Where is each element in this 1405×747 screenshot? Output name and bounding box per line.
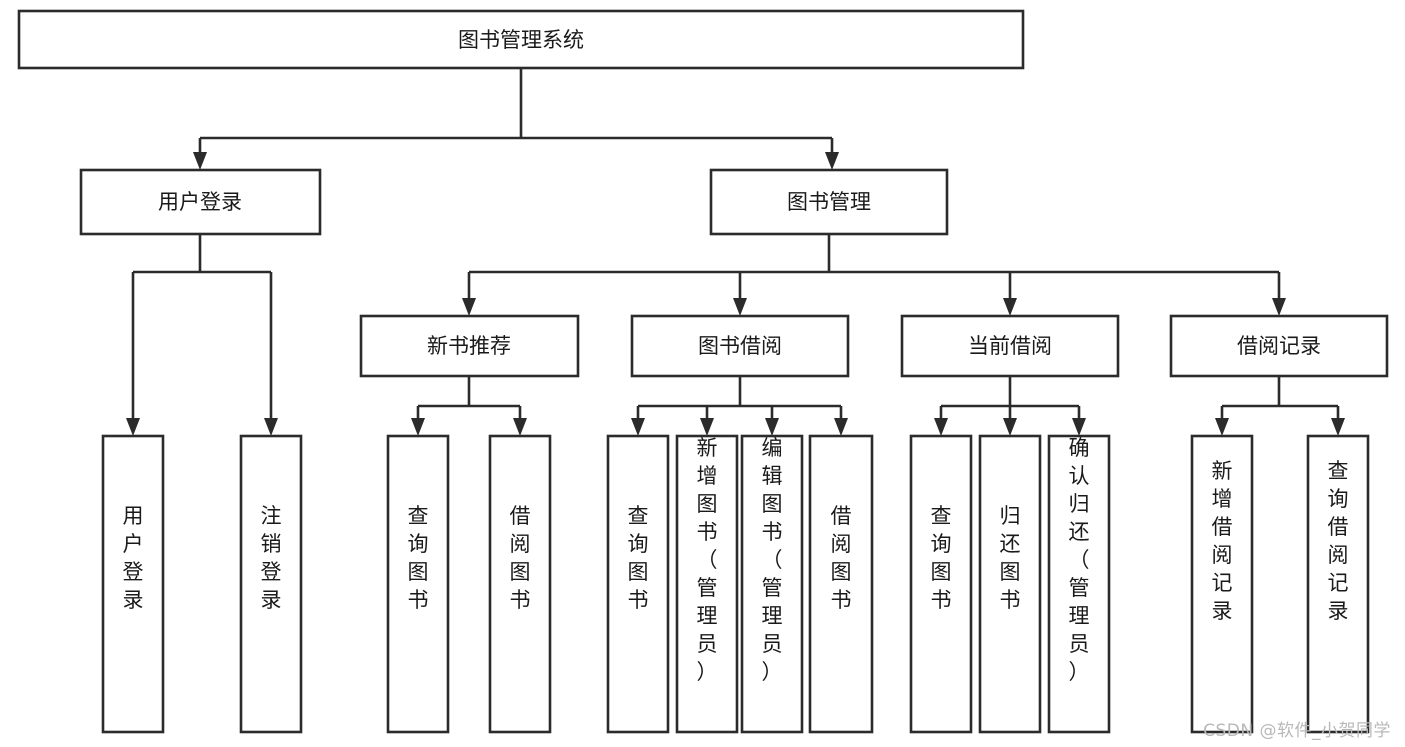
node-current-borrow[interactable]: 当前借阅 — [900, 314, 1120, 378]
node-leaf-query-book-3[interactable]: 查询图书 — [909, 434, 973, 734]
connector-group-book-borrow-to-leaves — [631, 376, 848, 436]
node-leaf-add-book[interactable]: 新增图书（管理员） — [675, 434, 739, 734]
arrow-head-leaf-borrow-book-2 — [834, 418, 848, 436]
node-leaf-query-book-2[interactable]: 查询图书 — [606, 434, 670, 734]
arrow-head-leaf-logout — [264, 418, 278, 436]
arrow-head-leaf-query-book-2 — [631, 418, 645, 436]
node-leaf-borrow-book-1[interactable]: 借阅图书 — [488, 434, 552, 734]
arrow-head-user-login — [193, 152, 207, 170]
node-root-box[interactable] — [17, 9, 1025, 70]
node-leaf-add-record-label: 新增借阅记录 — [1212, 459, 1233, 623]
arrow-head-leaf-add-record — [1215, 418, 1229, 436]
arrow-head-current-borrow — [1003, 298, 1017, 316]
node-new-book-rec-label: 新书推荐 — [427, 334, 511, 358]
node-book-borrow-box[interactable] — [630, 314, 850, 378]
arrow-head-borrow-record — [1272, 298, 1286, 316]
node-leaf-borrow-book-1-label: 借阅图书 — [510, 504, 531, 612]
node-leaf-return-book-label: 归还图书 — [1000, 504, 1021, 612]
node-leaf-confirm-return[interactable]: 确认归还（管理员） — [1047, 434, 1111, 734]
node-leaf-edit-book-label: 编辑图书（管理员） — [762, 436, 783, 684]
node-leaf-return-book-box[interactable] — [978, 434, 1042, 734]
node-current-borrow-label: 当前借阅 — [968, 334, 1052, 358]
arrow-head-new-book-rec — [462, 298, 476, 316]
node-borrow-record-label: 借阅记录 — [1237, 334, 1321, 358]
node-leaf-borrow-book-1-box[interactable] — [488, 434, 552, 734]
arrow-head-leaf-query-record — [1331, 418, 1345, 436]
arrow-head-book-mgmt — [825, 152, 839, 170]
node-new-book-rec[interactable]: 新书推荐 — [359, 314, 580, 378]
node-leaf-query-book-1-box[interactable] — [386, 434, 450, 734]
node-user-login[interactable]: 用户登录 — [79, 168, 322, 236]
arrow-head-leaf-return-book — [1003, 418, 1017, 436]
node-leaf-query-book-2-box[interactable] — [606, 434, 670, 734]
node-new-book-rec-box[interactable] — [359, 314, 580, 378]
connector-group-current-borrow-to-leaves — [934, 376, 1086, 436]
node-leaf-borrow-book-2-label: 借阅图书 — [831, 504, 852, 612]
node-leaf-logout-label: 注销登录 — [261, 504, 282, 612]
node-leaf-add-book-box[interactable] — [675, 434, 739, 734]
connector-group-borrow-record-to-leaves — [1215, 376, 1345, 436]
node-book-borrow[interactable]: 图书借阅 — [630, 314, 850, 378]
node-leaf-query-book-2-label: 查询图书 — [628, 504, 649, 612]
node-leaf-borrow-book-2-box[interactable] — [808, 434, 874, 734]
arrow-head-leaf-query-book-3 — [934, 418, 948, 436]
node-leaf-confirm-return-box[interactable] — [1047, 434, 1111, 734]
node-borrow-record[interactable]: 借阅记录 — [1169, 314, 1389, 378]
node-leaf-user-login[interactable]: 用户登录 — [101, 434, 165, 734]
node-leaf-query-record-label: 查询借阅记录 — [1328, 459, 1349, 623]
node-leaf-add-book-label: 新增图书（管理员） — [697, 436, 718, 684]
node-leaf-query-book-3-box[interactable] — [909, 434, 973, 734]
arrow-head-leaf-edit-book — [765, 418, 779, 436]
node-leaf-user-login-box[interactable] — [101, 434, 165, 734]
node-borrow-record-box[interactable] — [1169, 314, 1389, 378]
node-leaf-borrow-book-2[interactable]: 借阅图书 — [808, 434, 874, 734]
node-current-borrow-box[interactable] — [900, 314, 1120, 378]
node-book-mgmt-box[interactable] — [709, 168, 949, 236]
arrow-head-book-borrow — [733, 298, 747, 316]
node-leaf-add-record-box[interactable] — [1190, 434, 1254, 734]
node-leaf-query-book-3-label: 查询图书 — [931, 504, 952, 612]
arrow-head-leaf-user-login — [126, 418, 140, 436]
node-book-mgmt-label: 图书管理 — [787, 190, 871, 214]
node-leaf-query-record[interactable]: 查询借阅记录 — [1306, 434, 1370, 734]
node-leaf-edit-book-box[interactable] — [740, 434, 804, 734]
node-user-login-box[interactable] — [79, 168, 322, 236]
node-leaf-user-login-label: 用户登录 — [123, 504, 144, 612]
node-leaf-logout[interactable]: 注销登录 — [239, 434, 303, 734]
arrow-head-leaf-query-book-1 — [411, 418, 425, 436]
connector-group-new-book-rec-to-leaves — [411, 376, 527, 436]
arrow-head-leaf-confirm-return — [1072, 418, 1086, 436]
connector-group-root-to-level1 — [193, 69, 839, 170]
node-leaf-edit-book[interactable]: 编辑图书（管理员） — [740, 434, 804, 734]
node-leaf-query-book-1-label: 查询图书 — [408, 504, 429, 612]
node-book-borrow-label: 图书借阅 — [698, 334, 782, 358]
node-user-login-label: 用户登录 — [158, 190, 242, 214]
node-root-label: 图书管理系统 — [458, 28, 584, 52]
arrow-head-leaf-add-book — [700, 418, 714, 436]
node-leaf-add-record[interactable]: 新增借阅记录 — [1190, 434, 1254, 734]
connector-group-book-mgmt-to-level2 — [462, 234, 1286, 316]
node-leaf-logout-box[interactable] — [239, 434, 303, 734]
node-leaf-return-book[interactable]: 归还图书 — [978, 434, 1042, 734]
connector-group-user-login-to-leaves — [126, 234, 278, 436]
node-leaf-confirm-return-label: 确认归还（管理员） — [1069, 436, 1090, 684]
node-book-mgmt[interactable]: 图书管理 — [709, 168, 949, 236]
node-leaf-query-record-box[interactable] — [1306, 434, 1370, 734]
arrow-head-leaf-borrow-book-1 — [513, 418, 527, 436]
node-leaf-query-book-1[interactable]: 查询图书 — [386, 434, 450, 734]
node-root[interactable]: 图书管理系统 — [17, 9, 1025, 70]
